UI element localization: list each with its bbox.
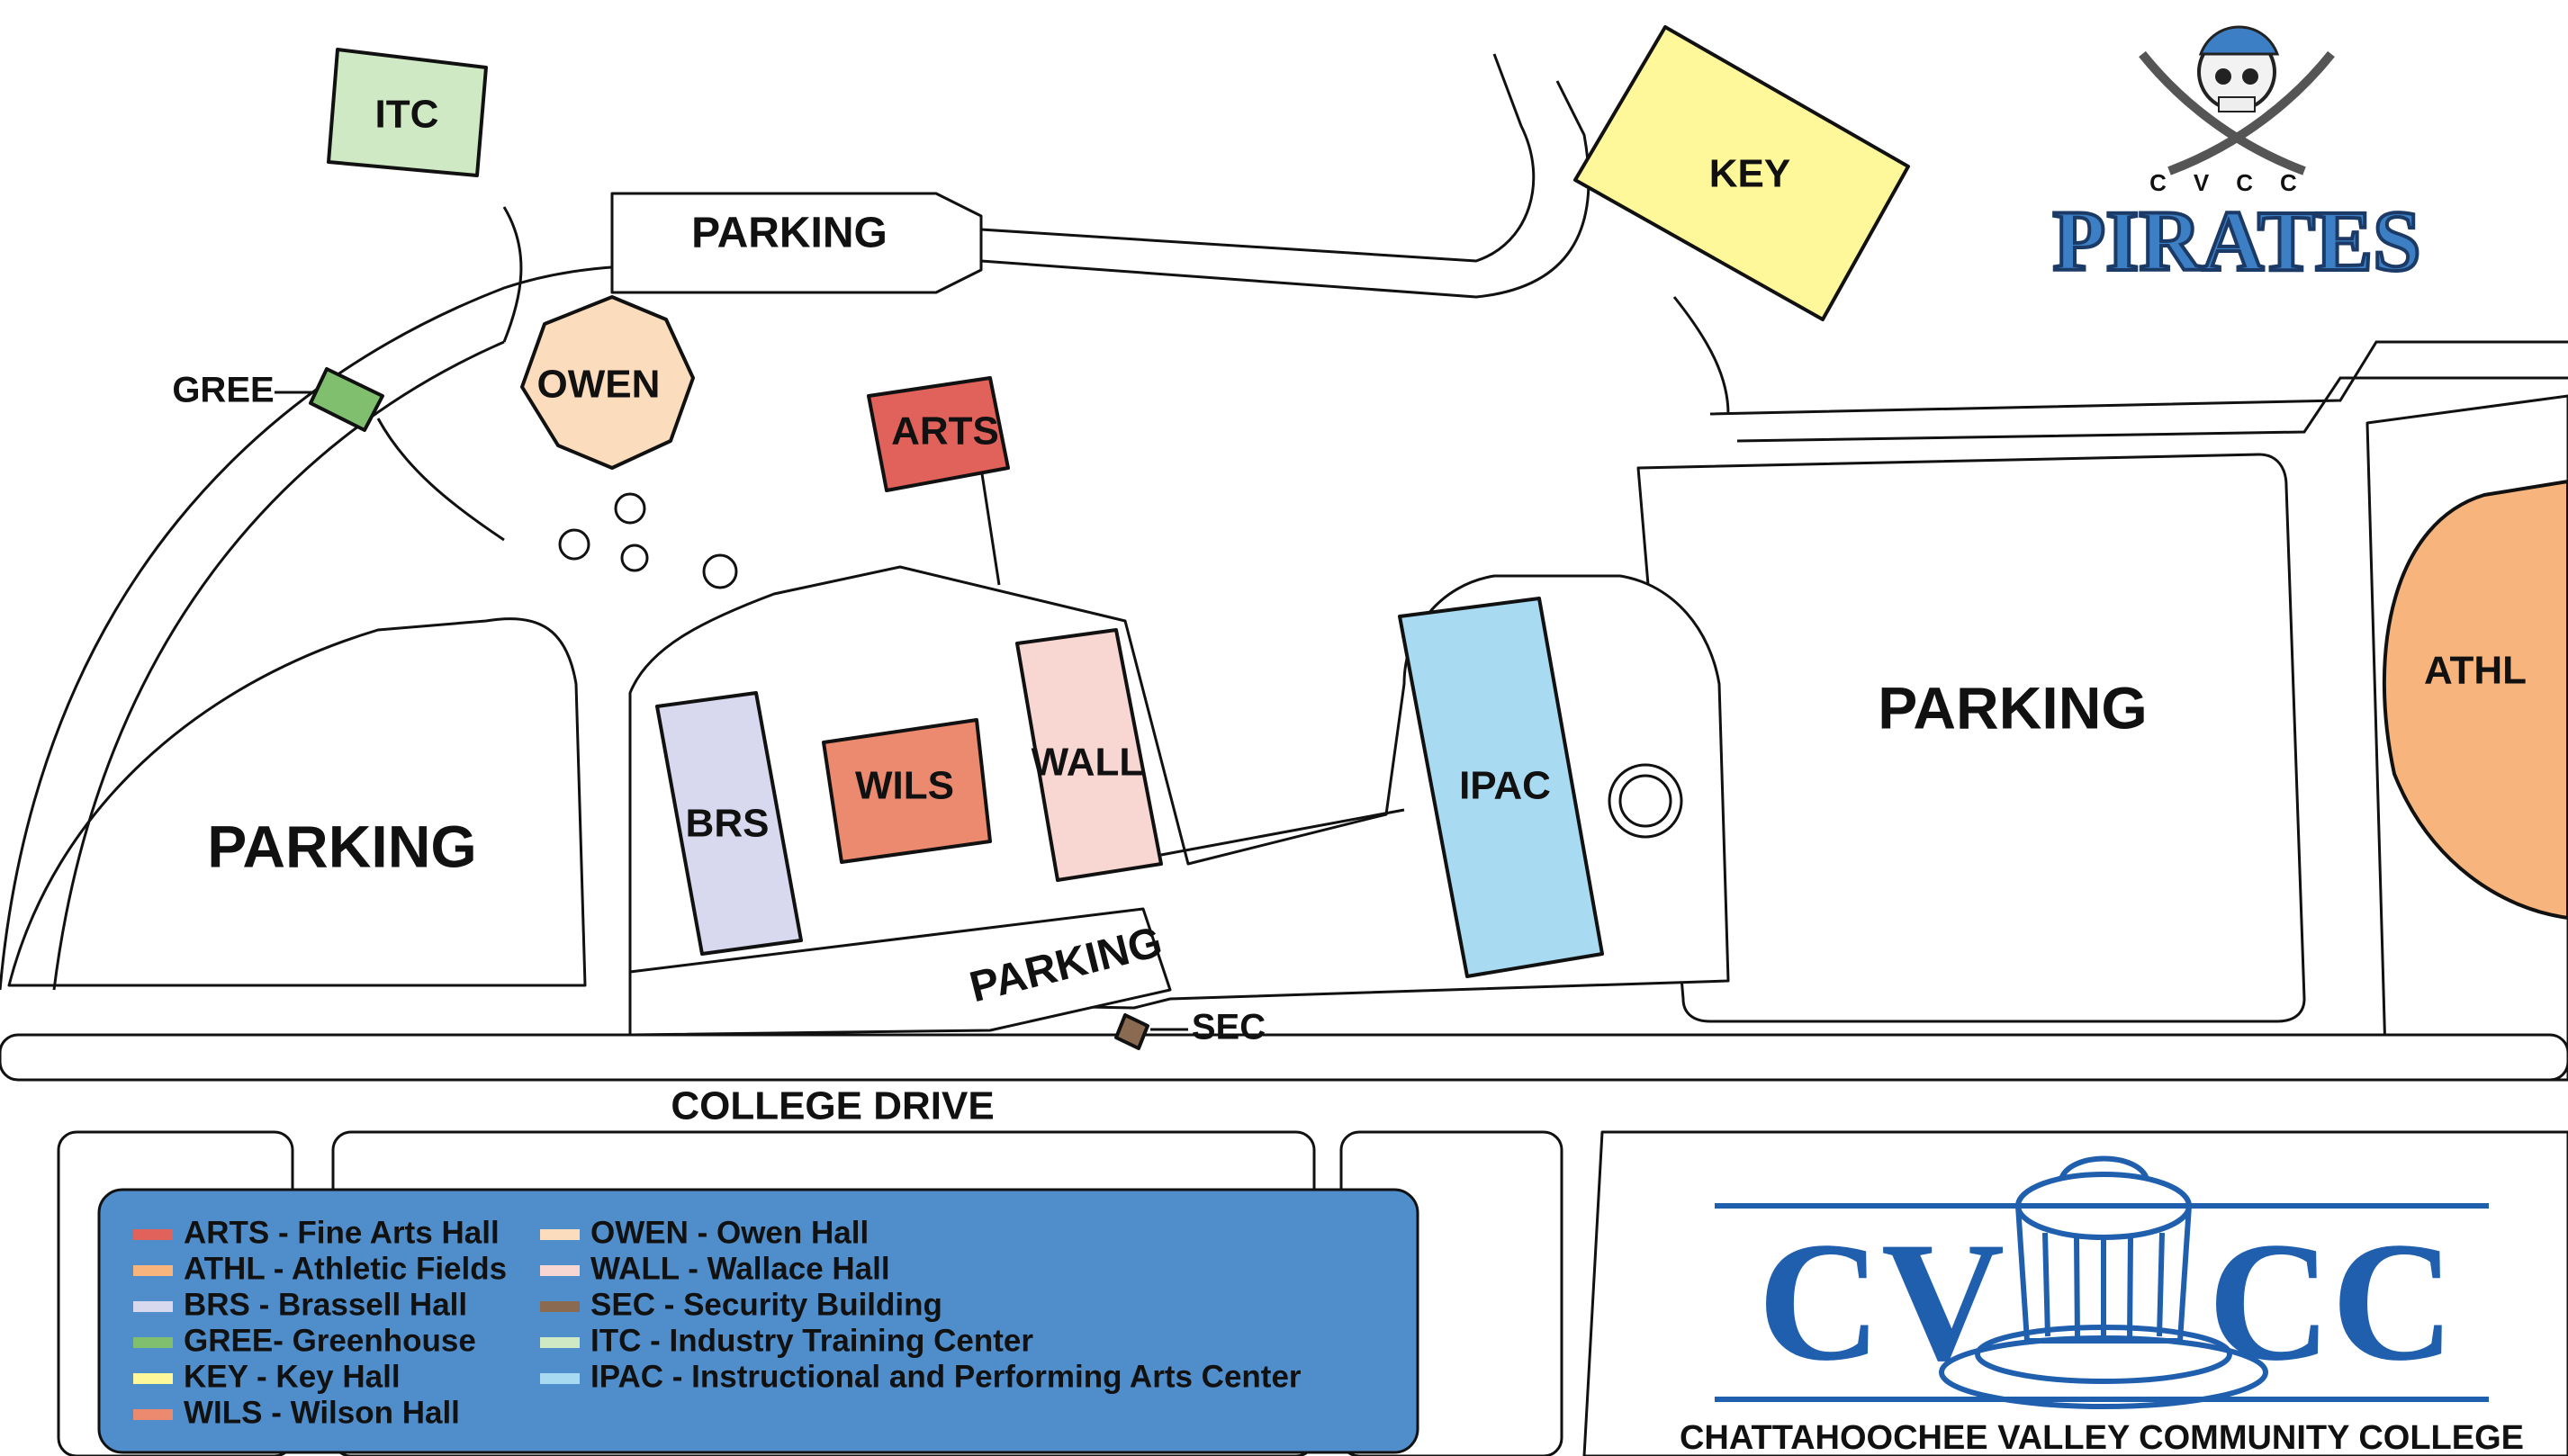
building-ipac[interactable] — [1398, 597, 1604, 978]
tree — [558, 528, 590, 561]
legend-item-itc: ITC - Industry Training Center — [590, 1323, 1033, 1358]
walkway-gree — [376, 418, 505, 542]
college-drive-north-curb — [0, 1033, 2568, 1082]
legend-swatch-ipac — [540, 1373, 580, 1384]
college-drive-label: COLLEGE DRIVE — [671, 1084, 994, 1128]
legend-swatch-arts — [133, 1229, 173, 1240]
cvcc-logo-cv: CV — [1758, 1208, 2005, 1397]
college-name: CHATTAHOOCHEE VALLEY COMMUNITY COLLEGE — [1680, 1419, 2524, 1456]
building-key-label: KEY — [1709, 152, 1790, 196]
building-itc-label: ITC — [375, 93, 439, 137]
building-key[interactable] — [1573, 25, 1910, 321]
road-top-north — [980, 53, 1536, 263]
parking-lot-center — [628, 907, 1172, 1037]
walkway-itc — [502, 206, 523, 343]
building-brs-label: BRS — [686, 802, 770, 846]
pirates-wordmark: PIRATES — [2053, 193, 2421, 289]
parking-label-right: PARKING — [1878, 674, 2147, 741]
parking-lot-top — [610, 192, 983, 294]
building-sec-label: SEC — [1192, 1008, 1266, 1047]
building-arts-label: ARTS — [891, 409, 999, 454]
legend-swatch-key — [133, 1373, 173, 1384]
legend-item-athl: ATHL - Athletic Fields — [184, 1251, 507, 1286]
legend-item-brs: BRS - Brassell Hall — [184, 1287, 467, 1322]
legend-panel — [97, 1188, 1419, 1454]
building-sec[interactable] — [1114, 1013, 1149, 1050]
legend-swatch-owen — [540, 1229, 580, 1240]
legend-item-owen: OWEN - Owen Hall — [590, 1215, 869, 1250]
road-east-north — [1709, 340, 2568, 416]
building-owen-label: OWEN — [537, 363, 661, 407]
building-owen[interactable] — [520, 295, 695, 470]
parking-label-top: PARKING — [691, 210, 888, 257]
legend-item-wils: WILS - Wilson Hall — [184, 1395, 460, 1430]
building-gree[interactable] — [309, 367, 384, 432]
building-itc[interactable] — [327, 48, 488, 177]
legend-swatch-gree — [133, 1337, 173, 1348]
walkway-arts — [979, 467, 1001, 586]
legend-item-key: KEY - Key Hall — [184, 1359, 401, 1394]
parking-lot-right — [1636, 453, 2306, 1023]
tree — [614, 492, 646, 525]
legend-swatch-sec — [540, 1301, 580, 1312]
rotunda-building-icon — [1939, 1155, 2268, 1409]
tree — [702, 553, 738, 589]
building-ipac-label: IPAC — [1459, 764, 1551, 808]
legend-swatch-wils — [133, 1409, 173, 1420]
building-wall-label: WALL — [1032, 741, 1144, 785]
legend-item-ipac: IPAC - Instructional and Performing Arts… — [590, 1359, 1302, 1394]
tree — [620, 544, 649, 572]
walkway-wall-ipac — [1160, 808, 1405, 857]
cvcc-logo-cc: CC — [2208, 1208, 2455, 1397]
buildings: ITC KEY OWEN ARTS GREE BRS WILS WALL IPA… — [172, 25, 2568, 1050]
parking-lot-left — [7, 617, 587, 987]
parking-label-left: PARKING — [207, 813, 476, 879]
road-east-south — [1736, 376, 2568, 443]
rotunda-inner — [1618, 774, 1672, 828]
legend-item-arts: ARTS - Fine Arts Hall — [184, 1215, 500, 1250]
road-top-south — [980, 80, 1590, 299]
building-wils[interactable] — [822, 718, 992, 864]
legend-item-sec: SEC - Security Building — [590, 1287, 942, 1322]
loop-road-inner — [52, 340, 505, 991]
legend-swatch-athl — [133, 1265, 173, 1276]
skull-crossed-swords-icon — [2139, 25, 2335, 175]
building-wils-label: WILS — [855, 764, 954, 808]
pirates-logo: CVCC PIRATES — [2051, 25, 2422, 291]
legend-item-gree: GREE- Greenhouse — [184, 1323, 476, 1358]
legend-swatch-wall — [540, 1265, 580, 1276]
building-brs[interactable] — [655, 691, 803, 956]
building-athl[interactable] — [2382, 480, 2568, 920]
building-athl-label: ATHL — [2424, 649, 2527, 693]
legend-swatch-brs — [133, 1301, 173, 1312]
cvcc-logo: CV CC CHATTAHOOCHEE VALLEY COMMUNITY COL… — [1680, 1155, 2524, 1456]
building-gree-label: GREE — [172, 371, 274, 410]
building-arts[interactable] — [867, 376, 1010, 492]
building-wall[interactable] — [1015, 628, 1163, 882]
legend-swatch-itc — [540, 1337, 580, 1348]
pirates-initials: CVCC — [2149, 169, 2324, 196]
legend-item-wall: WALL - Wallace Hall — [590, 1251, 890, 1286]
walkway-key — [1672, 296, 1730, 415]
